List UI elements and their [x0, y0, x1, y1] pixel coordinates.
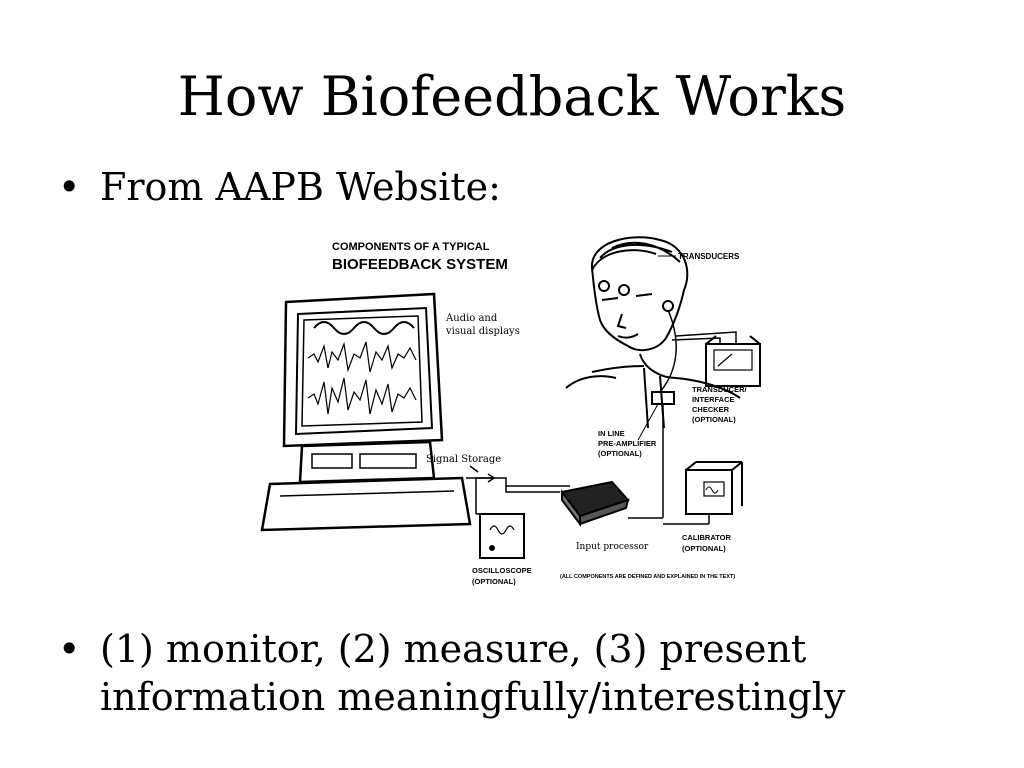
computer-monitor: [282, 292, 444, 448]
oscilloscope-label-line1: OSCILLOSCOPE: [472, 566, 532, 575]
preamp-label-line2: PRE-AMPLIFIER: [598, 439, 657, 448]
diagram-heading-line1: COMPONENTS OF A TYPICAL: [332, 241, 490, 253]
audio-visual-label-line1: Audio and: [445, 313, 498, 324]
bullet-marker: •: [58, 165, 81, 209]
checker-meter: [705, 335, 761, 387]
signal-connections: [466, 465, 570, 515]
bullet-text-line2: information meaningfully/interestingly: [100, 675, 846, 719]
bullet-item: • (1) monitor, (2) measure, (3) present …: [58, 625, 958, 725]
calibrator-label-line2: (OPTIONAL): [682, 544, 726, 553]
computer-base: [260, 440, 472, 532]
diagram-heading-line2: BIOFEEDBACK SYSTEM: [332, 256, 508, 273]
diagram-footnote: (ALL COMPONENTS ARE DEFINED AND EXPLAINE…: [560, 574, 735, 580]
person-head-illustration: [565, 236, 741, 429]
bullet-text: From AAPB Website:: [100, 165, 501, 209]
calibrator: [663, 461, 743, 525]
slide-title: How Biofeedback Works: [177, 65, 847, 128]
oscilloscope-label-line2: (OPTIONAL): [472, 577, 516, 586]
audio-visual-label-line2: visual displays: [445, 326, 520, 337]
electrode-cables: [628, 309, 737, 519]
input-processor-label: Input processor: [576, 542, 649, 552]
input-processor: [560, 480, 630, 527]
checker-label-line2: INTERFACE: [692, 395, 735, 404]
checker-label-line1: TRANSDUCER/: [692, 385, 748, 394]
preamp-label-line3: (OPTIONAL): [598, 449, 642, 458]
signal-storage-label: Signal Storage: [426, 454, 501, 465]
oscilloscope: [479, 513, 525, 559]
bullet-marker: •: [58, 627, 81, 671]
calibrator-label-line1: CALIBRATOR: [682, 533, 731, 542]
bullet-text-line1: (1) monitor, (2) measure, (3) present: [100, 627, 807, 671]
transducers-label: TRANSDUCERS: [678, 252, 740, 261]
checker-label-line4: (OPTIONAL): [692, 415, 736, 424]
preamp-label-line1: IN LINE: [598, 429, 625, 438]
biofeedback-diagram: COMPONENTS OF A TYPICAL BIOFEEDBACK SYST…: [260, 236, 761, 586]
checker-label-line3: CHECKER: [692, 405, 730, 414]
bullet-item: • From AAPB Website:: [58, 163, 758, 213]
